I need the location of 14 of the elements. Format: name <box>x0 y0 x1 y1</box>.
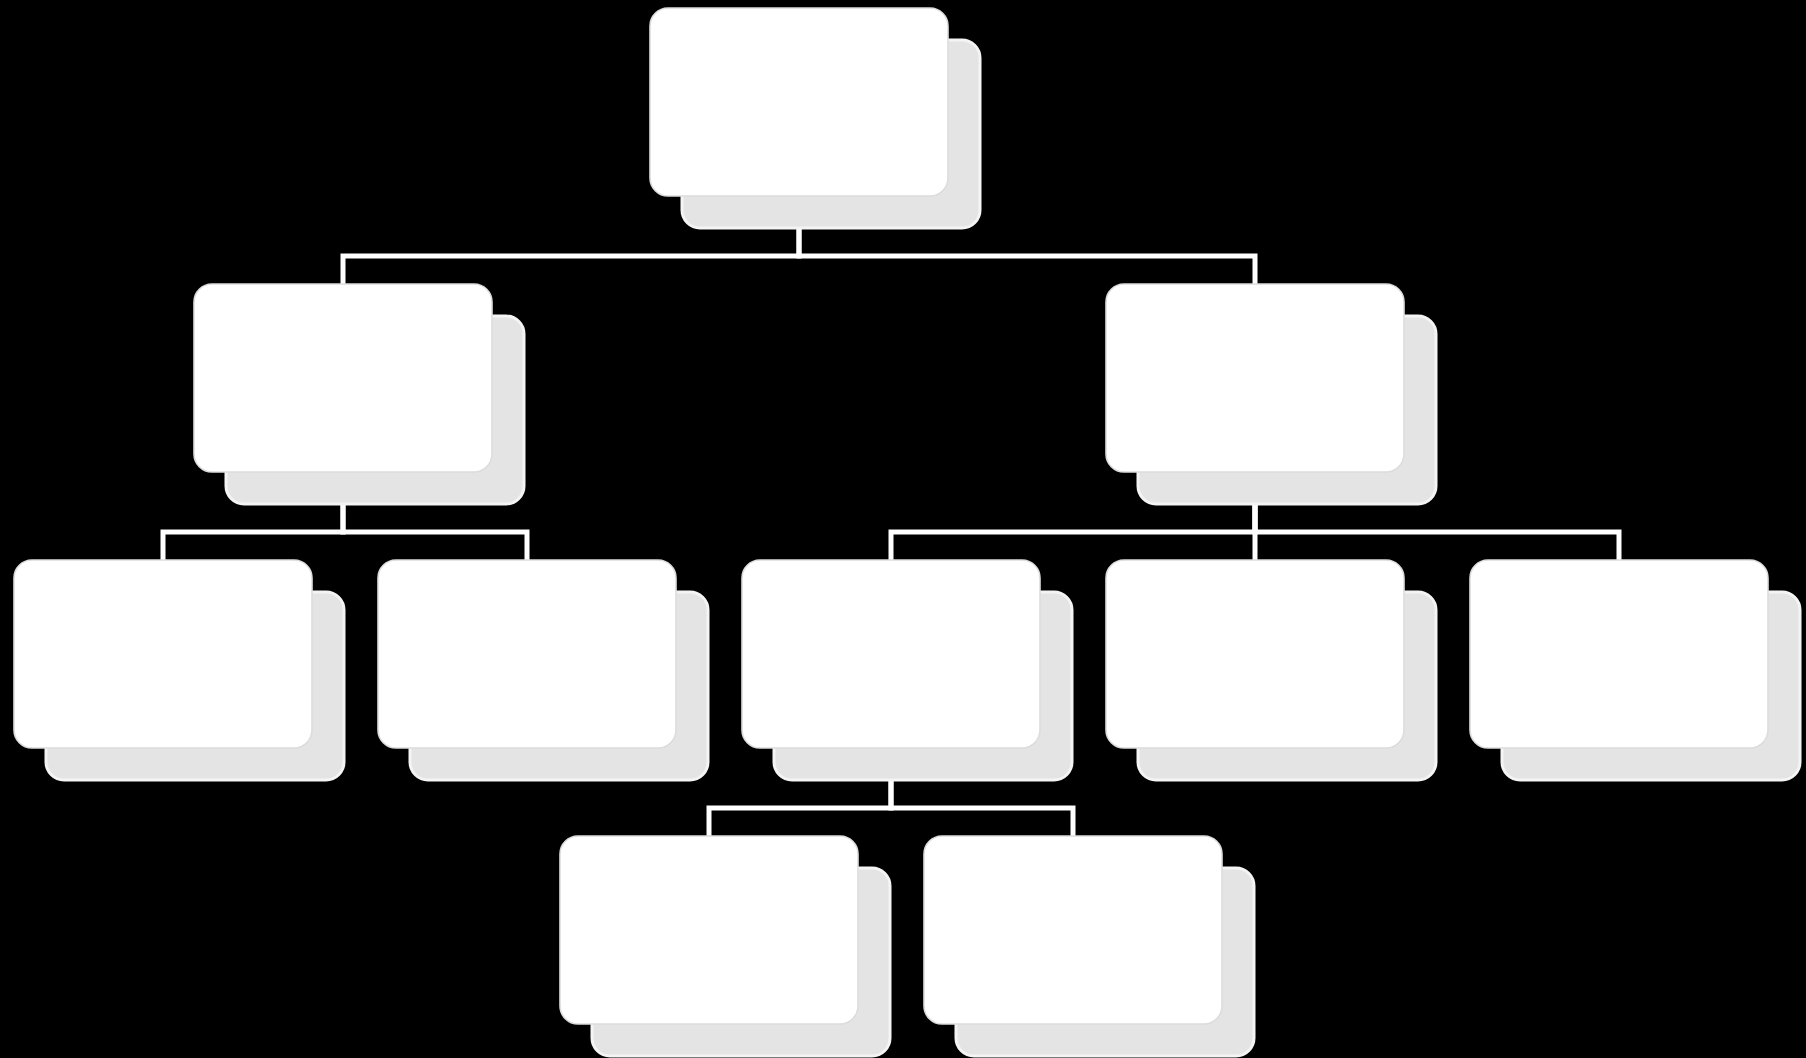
org-box <box>14 560 344 780</box>
org-box <box>560 836 890 1056</box>
connector-line <box>796 228 1258 284</box>
connector-line <box>340 504 530 560</box>
org-box <box>378 560 708 780</box>
org-box <box>650 8 980 228</box>
org-box <box>1106 284 1436 504</box>
org-box <box>924 836 1254 1056</box>
connector-line <box>1252 504 1622 560</box>
org-box <box>194 284 524 504</box>
org-box <box>742 560 1072 780</box>
org-box <box>1106 560 1436 780</box>
connector-line <box>888 780 1076 836</box>
org-box <box>1470 560 1800 780</box>
